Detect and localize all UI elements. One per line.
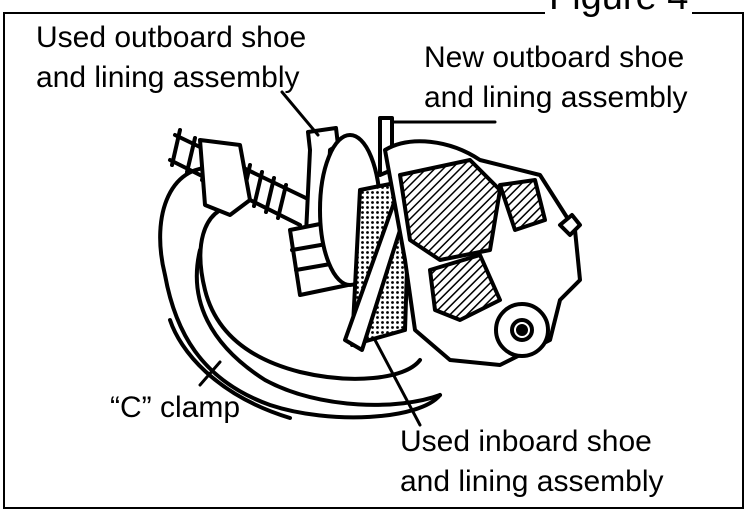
label-used-inboard-shoe: Used inboard shoe and lining assembly: [400, 422, 663, 502]
bleeder-screw: [558, 213, 582, 237]
c-clamp-inner-curve: [198, 203, 422, 381]
label-line: and lining assembly: [400, 465, 664, 498]
label-line: New outboard shoe: [424, 41, 685, 74]
label-line: and lining assembly: [36, 61, 300, 94]
label-line: Used outboard shoe: [36, 21, 307, 54]
label-line: and lining assembly: [424, 81, 688, 114]
leader-used-outboard: [280, 90, 320, 137]
figure-title: Figure 4: [545, 0, 693, 16]
leader-c-clamp: [198, 360, 222, 387]
caliper-shading: [398, 158, 502, 262]
leader-used-inboard: [373, 338, 422, 427]
label-line: Used inboard shoe: [400, 425, 652, 458]
label-c-clamp: “C” clamp: [110, 391, 241, 424]
c-clamp-lower-edge: [168, 318, 292, 420]
clamp-screw-block: [198, 138, 252, 217]
c-clamp-back-curve: [194, 248, 442, 407]
label-new-outboard-shoe: New outboard shoe and lining assembly: [424, 38, 687, 118]
figure-border: [3, 12, 744, 509]
label-used-outboard-shoe: Used outboard shoe and lining assembly: [36, 18, 306, 98]
c-clamp-outer-curve: [158, 165, 442, 420]
